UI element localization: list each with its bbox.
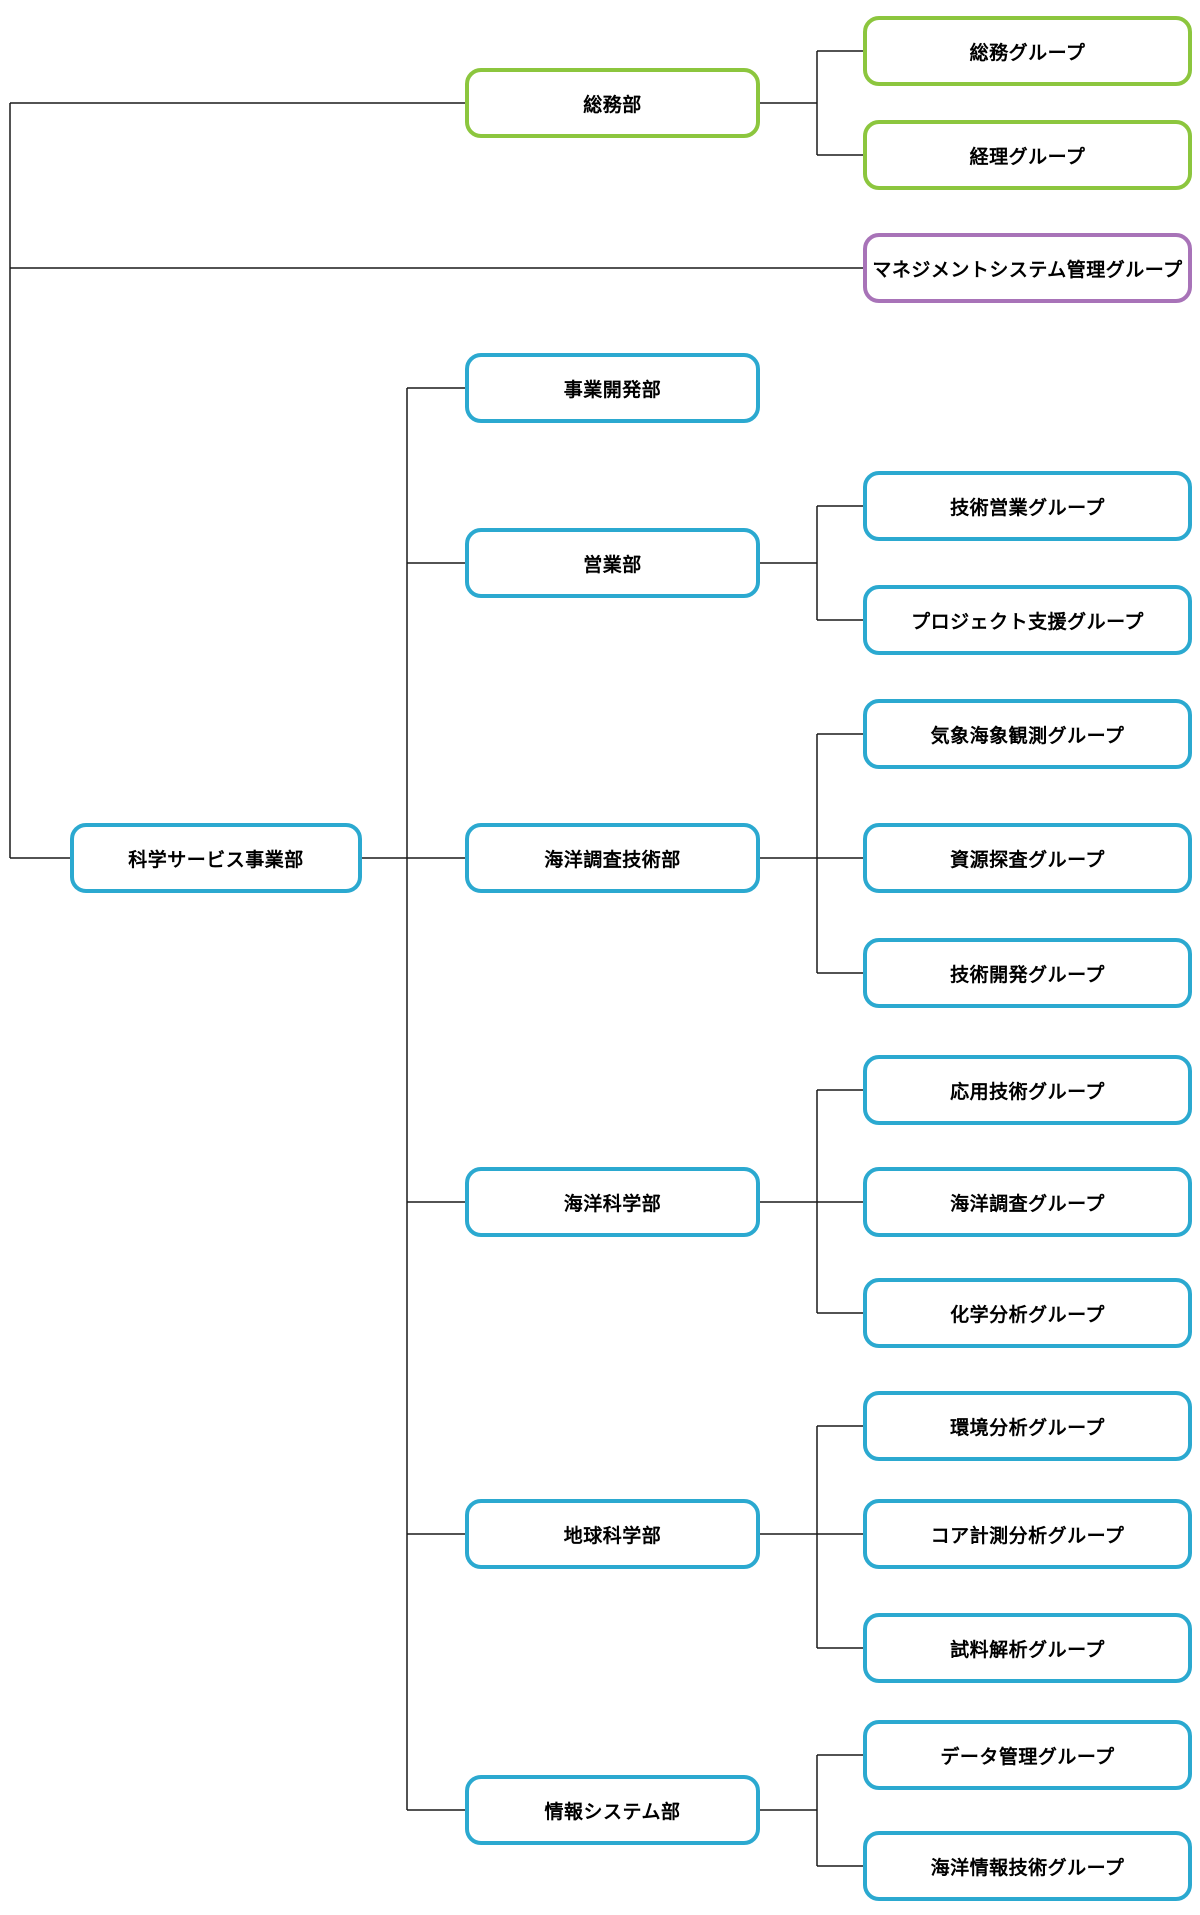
node-business-development-dept: 事業開発部 <box>465 353 760 423</box>
node-data-management-group: データ管理グループ <box>863 1720 1192 1790</box>
node-meteorological-ocean-observation-group: 気象海象観測グループ <box>863 699 1192 769</box>
node-applied-technology-group: 応用技術グループ <box>863 1055 1192 1125</box>
node-sales-dept: 営業部 <box>465 528 760 598</box>
node-technology-development-group: 技術開発グループ <box>863 938 1192 1008</box>
node-ocean-survey-tech-dept: 海洋調査技術部 <box>465 823 760 893</box>
node-ocean-survey-group: 海洋調査グループ <box>863 1167 1192 1237</box>
node-sample-analysis-group: 試料解析グループ <box>863 1613 1192 1683</box>
node-core-measurement-analysis-group: コア計測分析グループ <box>863 1499 1192 1569</box>
node-management-system-group: マネジメントシステム管理グループ <box>863 233 1192 303</box>
node-environmental-analysis-group: 環境分析グループ <box>863 1391 1192 1461</box>
node-earth-science-dept: 地球科学部 <box>465 1499 760 1569</box>
node-chemical-analysis-group: 化学分析グループ <box>863 1278 1192 1348</box>
node-marine-science-dept: 海洋科学部 <box>465 1167 760 1237</box>
node-general-affairs-dept: 総務部 <box>465 68 760 138</box>
node-resource-exploration-group: 資源探査グループ <box>863 823 1192 893</box>
node-technical-sales-group: 技術営業グループ <box>863 471 1192 541</box>
node-marine-information-tech-group: 海洋情報技術グループ <box>863 1831 1192 1901</box>
node-general-affairs-group: 総務グループ <box>863 16 1192 86</box>
node-project-support-group: プロジェクト支援グループ <box>863 585 1192 655</box>
node-information-systems-dept: 情報システム部 <box>465 1775 760 1845</box>
node-science-service-division: 科学サービス事業部 <box>70 823 362 893</box>
node-accounting-group: 経理グループ <box>863 120 1192 190</box>
